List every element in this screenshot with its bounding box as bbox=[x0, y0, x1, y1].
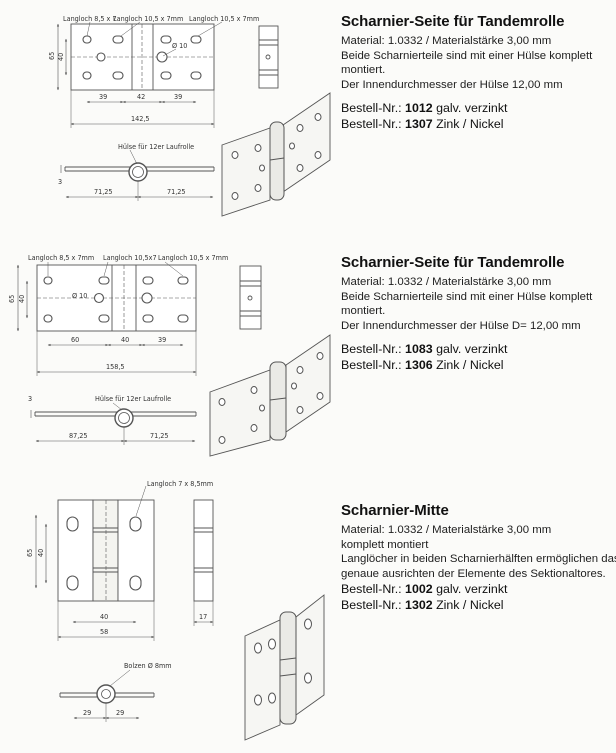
callout-text: Langloch 8,5 x 7mm bbox=[28, 253, 94, 262]
order-number: 1302 bbox=[405, 598, 433, 613]
callout-text: Langloch 10,5 x 7mm bbox=[113, 14, 183, 23]
order-line: Bestell-Nr.: 1307 Zink / Nickel bbox=[341, 117, 504, 132]
spec-line: Beide Scharnierteile sind mit einer Hüls… bbox=[341, 49, 593, 62]
hole-diameter-label: Ø 10 bbox=[72, 291, 87, 300]
dimension-label: 58 bbox=[100, 627, 108, 636]
dimension-label: 65 bbox=[25, 549, 34, 557]
dimension-label: 40 bbox=[36, 549, 45, 557]
product-title: Scharnier-Seite für Tandemrolle bbox=[341, 254, 565, 271]
dimension-label: 39 bbox=[99, 92, 107, 101]
product-block-2: Scharnier-Seite für Tandemrolle Material… bbox=[341, 254, 613, 373]
callout-text: Langloch 7 x 8,5mm bbox=[147, 479, 213, 488]
order-line: Bestell-Nr.: 1002 galv. verzinkt bbox=[341, 582, 508, 597]
order-number: 1307 bbox=[405, 117, 433, 132]
spec-line: genaue ausrichten der Elemente des Sekti… bbox=[341, 567, 606, 580]
spec-line: montiert. bbox=[341, 305, 386, 318]
dimension-label: 3 bbox=[58, 177, 62, 186]
dimension-label: 42 bbox=[137, 92, 145, 101]
dimension-label: 29 bbox=[83, 708, 91, 717]
dimension-label: 65 bbox=[7, 295, 16, 303]
spec-line: Der Innendurchmesser der Hülse 12,00 mm bbox=[341, 78, 563, 91]
order-line: Bestell-Nr.: 1083 galv. verzinkt bbox=[341, 342, 508, 357]
product-title: Scharnier-Mitte bbox=[341, 502, 449, 519]
dimension-label: 158,5 bbox=[106, 362, 125, 371]
dimension-label: 71,25 bbox=[167, 187, 186, 196]
order-line: Bestell-Nr.: 1302 Zink / Nickel bbox=[341, 598, 504, 613]
spec-line: komplett montiert bbox=[341, 538, 429, 551]
drawing-labels-2: Langloch 8,5 x 7mm Langloch 10,5x7 Langl… bbox=[7, 253, 228, 440]
product-title: Scharnier-Seite für Tandemrolle bbox=[341, 13, 565, 30]
dimension-label: 71,25 bbox=[150, 431, 169, 440]
sleeve-label: Hülse für 12er Laufrolle bbox=[95, 394, 171, 403]
dimension-label: 39 bbox=[158, 335, 166, 344]
dimension-label: 39 bbox=[174, 92, 182, 101]
callout-text: Langloch 10,5x7 bbox=[103, 253, 157, 262]
drawing-section-2 bbox=[16, 261, 331, 457]
order-number: 1306 bbox=[405, 358, 433, 373]
dimension-label: 29 bbox=[116, 708, 124, 717]
dimension-label: 87,25 bbox=[69, 431, 88, 440]
sleeve-label: Hülse für 12er Laufrolle bbox=[118, 142, 194, 151]
product-block-1: Scharnier-Seite für Tandemrolle Material… bbox=[341, 13, 613, 132]
dimension-label: 40 bbox=[100, 612, 108, 621]
spec-line: Material: 1.0332 / Materialstärke 3,00 m… bbox=[341, 276, 552, 288]
dimension-label: 17 bbox=[199, 612, 207, 621]
order-line: Bestell-Nr.: 1012 galv. verzinkt bbox=[341, 101, 508, 116]
dimension-label: 40 bbox=[17, 295, 26, 303]
spec-line: montiert. bbox=[341, 64, 386, 77]
order-line: Bestell-Nr.: 1306 Zink / Nickel bbox=[341, 358, 504, 373]
drawing-labels-3: Langloch 7 x 8,5mm 65 40 40 58 17 29 29 … bbox=[25, 479, 213, 717]
dimension-label: 71,25 bbox=[94, 187, 113, 196]
drawing-section-1 bbox=[56, 21, 331, 217]
dimension-label: 3 bbox=[28, 394, 32, 403]
drawing-labels-1: Langloch 8,5 x 7 Langloch 10,5 x 7mm Lan… bbox=[47, 14, 259, 196]
spec-line: Der Innendurchmesser der Hülse D= 12,00 … bbox=[341, 319, 581, 332]
bolt-label: Bolzen Ø 8mm bbox=[124, 661, 172, 670]
product-block-3: Scharnier-Mitte Material: 1.0332 / Mater… bbox=[341, 502, 616, 613]
dimension-label: 60 bbox=[71, 335, 79, 344]
spec-line: Material: 1.0332 / Materialstärke 3,00 m… bbox=[341, 524, 552, 536]
dimension-label: 40 bbox=[56, 53, 65, 61]
callout-text: Langloch 8,5 x 7 bbox=[63, 14, 117, 23]
order-number: 1083 bbox=[405, 342, 433, 357]
order-number: 1012 bbox=[405, 101, 433, 116]
dimension-label: 40 bbox=[121, 335, 129, 344]
hole-diameter-label: Ø 10 bbox=[172, 41, 187, 50]
spec-line: Beide Scharnierteile sind mit einer Hüls… bbox=[341, 290, 593, 303]
drawing-section-3 bbox=[34, 485, 325, 741]
order-number: 1002 bbox=[405, 582, 433, 597]
spec-line: Material: 1.0332 / Materialstärke 3,00 m… bbox=[341, 35, 552, 47]
dimension-label: 65 bbox=[47, 52, 56, 60]
spec-line: Langlöcher in beiden Scharnierhälften er… bbox=[341, 553, 616, 566]
callout-text: Langloch 10,5 x 7mm bbox=[189, 14, 259, 23]
dimension-label: 142,5 bbox=[131, 114, 150, 123]
callout-text: Langloch 10,5 x 7mm bbox=[158, 253, 228, 262]
